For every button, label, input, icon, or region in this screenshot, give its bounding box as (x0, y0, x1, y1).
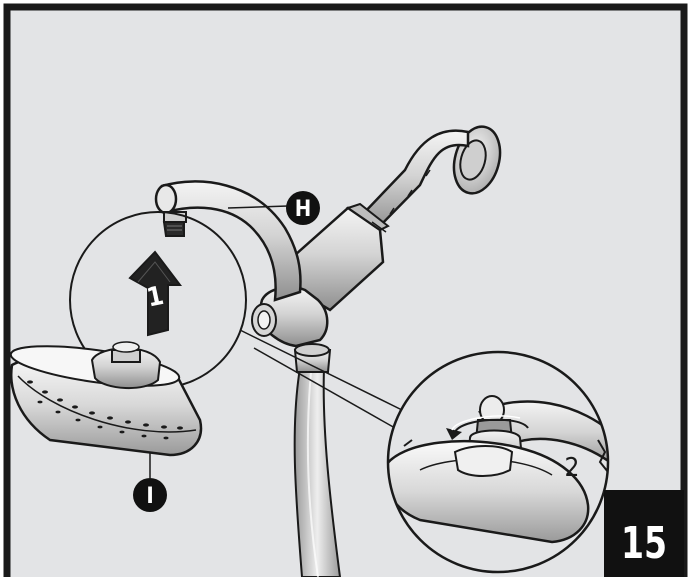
zoom-leader-lower (253, 347, 396, 429)
showerhead (9, 341, 203, 457)
callout-h: H (286, 191, 320, 225)
frame-border (3, 3, 688, 577)
step2-label: 2 (565, 453, 580, 483)
detail-circle-zoom: 2 (386, 350, 610, 574)
shower-arm (360, 129, 470, 232)
hose-nut (293, 343, 332, 373)
step-number-badge: 15 (604, 490, 684, 577)
hose-holder-bracket (251, 286, 329, 348)
callout-i-label: I (146, 484, 153, 509)
spray-nozzles (27, 380, 183, 440)
step-number: 15 (621, 518, 667, 569)
step1-label: 1 (144, 281, 166, 314)
callout-i: I (133, 478, 167, 512)
callout-h-label: H (295, 197, 312, 222)
step1-arrow: 1 (128, 250, 183, 337)
zoom-leader-upper (239, 329, 403, 411)
rotate-arrow-icon (446, 415, 529, 440)
callout-h-leader (227, 205, 289, 209)
